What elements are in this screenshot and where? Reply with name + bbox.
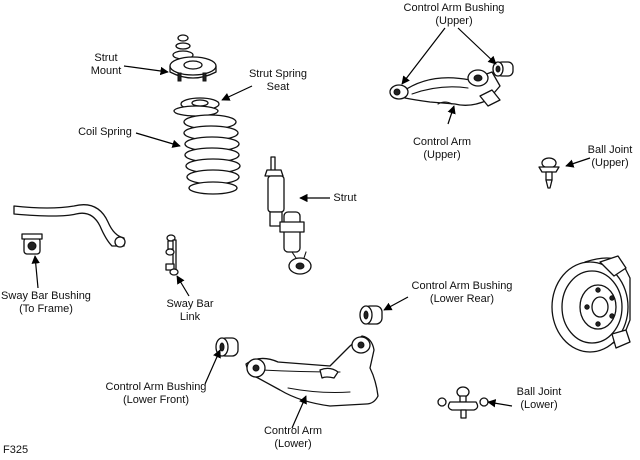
strut-spring-seat: [173, 97, 220, 117]
sway-bar: [13, 204, 126, 248]
label-sway-bar-link: Sway Bar Link: [166, 298, 214, 323]
sway-bar-bushing: [21, 233, 43, 255]
leader-lines: [31, 27, 591, 429]
label-strut: Strut: [333, 192, 357, 204]
upper-control-arm: [401, 69, 501, 107]
label-ball-joint-upper: Ball Joint (Upper): [587, 144, 633, 169]
upper-control-arm-bushings: [389, 61, 514, 100]
label-coil-spring: Coil Spring: [78, 126, 132, 138]
upper-ball-joint: [538, 157, 560, 189]
lower-ball-joint: [437, 386, 489, 419]
label-strut-spring-seat: Strut Spring Seat: [248, 68, 308, 93]
label-ball-joint-lower: Ball Joint (Lower): [516, 386, 562, 411]
strut-mount: [169, 34, 217, 82]
strut-assembly: [264, 156, 312, 275]
lower-front-bushing: [215, 337, 239, 357]
lower-rear-bushing: [359, 305, 383, 325]
label-control-arm-bushing-upper: Control Arm Bushing (Upper): [403, 2, 505, 27]
label-control-arm-bushing-lower-front: Control Arm Bushing (Lower Front): [105, 381, 207, 406]
label-control-arm-upper: Control Arm (Upper): [412, 136, 472, 161]
label-sway-bar-bushing: Sway Bar Bushing (To Frame): [1, 290, 91, 315]
label-control-arm-lower: Control Arm (Lower): [263, 425, 323, 450]
figure-code: F325: [3, 444, 29, 456]
brake-rotor-hub: [551, 255, 631, 353]
lower-control-arm: [245, 335, 379, 407]
coil-spring: [183, 114, 241, 195]
label-control-arm-bushing-lower-rear: Control Arm Bushing (Lower Rear): [411, 280, 513, 305]
sway-bar-link: [165, 234, 179, 276]
label-strut-mount: Strut Mount: [90, 52, 122, 77]
